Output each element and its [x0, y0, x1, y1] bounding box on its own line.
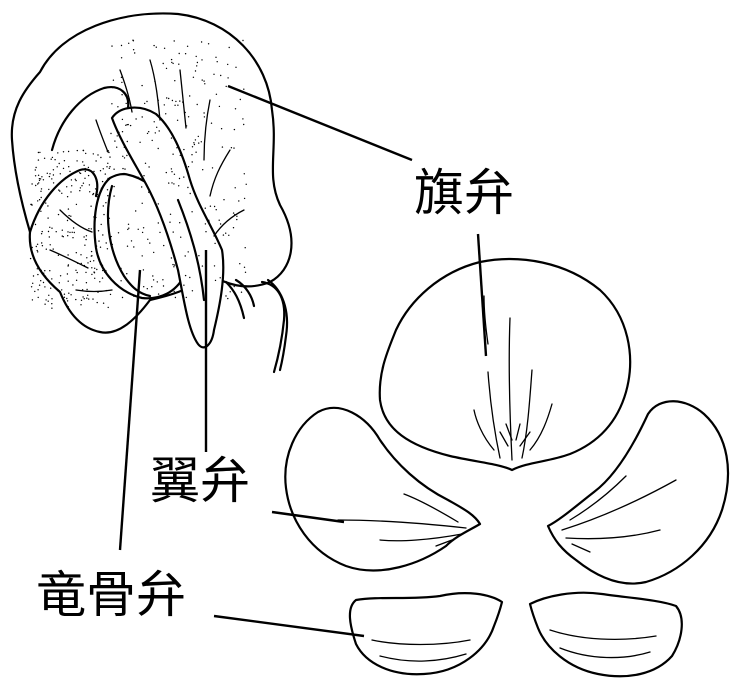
exploded-petals-drawing: [284, 257, 730, 678]
left-keel-veins: [371, 639, 471, 662]
whole-flower-wing: [110, 106, 225, 349]
keel-leader-whole: [118, 269, 142, 551]
wing-leader-exploded: [271, 510, 345, 524]
whole-flower-pistil: [260, 280, 286, 374]
whole-flower-stamen: [224, 280, 246, 320]
whole-flower-left-lobe: [28, 168, 99, 234]
leader-lines: [118, 84, 488, 638]
standard-leader-whole: [227, 84, 413, 162]
left-wing-veins: [337, 493, 467, 547]
whole-flower-stipple: [29, 39, 247, 309]
right-wing-veins: [561, 475, 677, 553]
keel-petal-label: 竜骨弁: [36, 566, 186, 624]
whole-flower-veins: [49, 59, 245, 293]
whole-flower-wing-fold: [176, 198, 206, 302]
right-keel-petal: [528, 591, 683, 678]
whole-flower-keel-seam: [106, 184, 152, 298]
whole-flower-pistil-outer: [266, 278, 289, 372]
standard-leader-exploded: [476, 233, 488, 357]
standard-petal-veins: [473, 295, 553, 461]
standard-petal-label: 旗弁: [414, 164, 514, 222]
standard-petal: [378, 257, 632, 472]
right-wing-petal: [546, 400, 730, 585]
keel-leader-exploded: [213, 614, 365, 638]
left-wing-petal: [284, 406, 482, 572]
whole-flower-stamen-2: [234, 278, 256, 308]
right-keel-veins: [549, 629, 657, 659]
whole-flower-standard-fold: [50, 86, 130, 152]
whole-flower-drawing: [10, 12, 293, 374]
wing-petal-label: 翼弁: [150, 452, 250, 510]
left-keel-petal: [348, 592, 504, 676]
